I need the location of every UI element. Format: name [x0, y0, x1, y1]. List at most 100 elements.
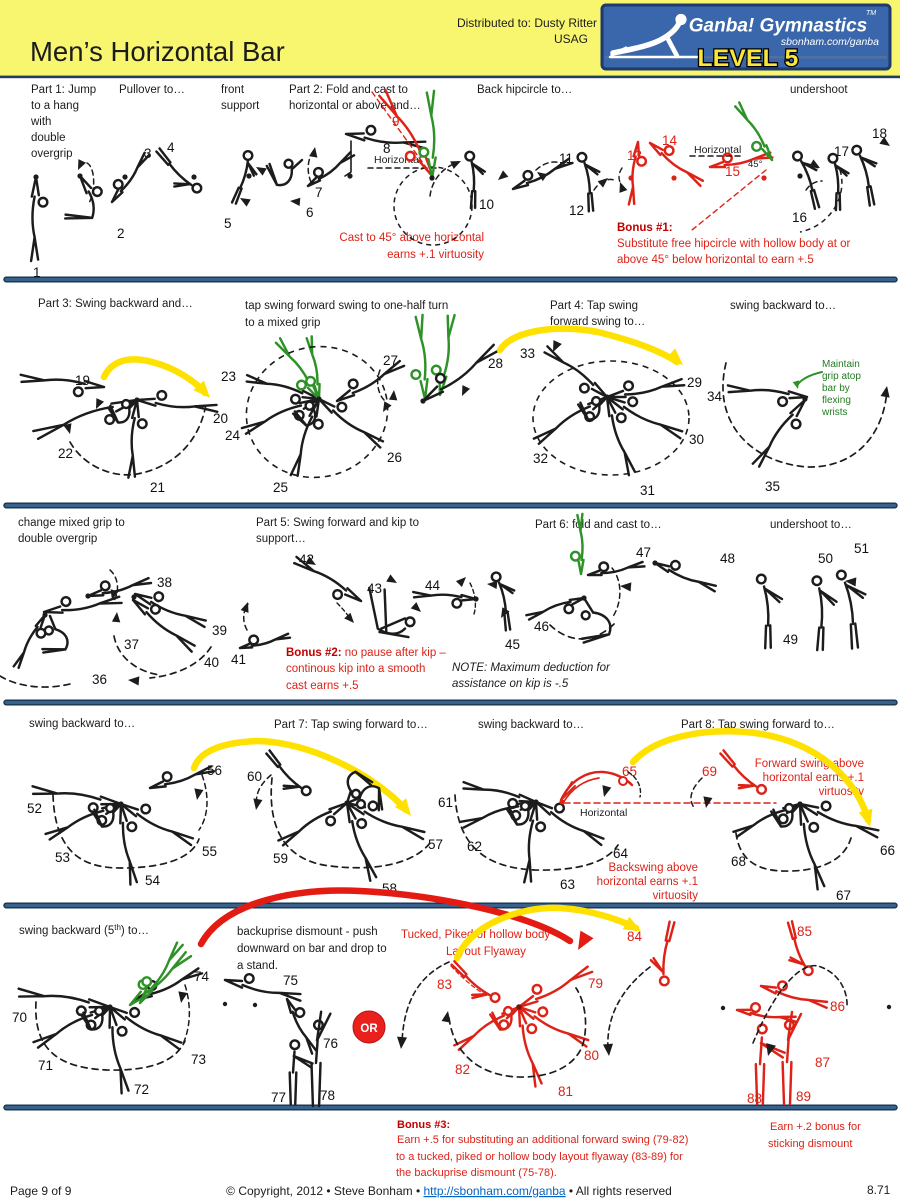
svg-text:80: 80 [584, 1048, 599, 1063]
svg-text:OR: OR [360, 1023, 378, 1035]
svg-text:67: 67 [836, 888, 851, 903]
svg-text:7: 7 [315, 185, 323, 200]
svg-text:above 45° below horizontal to: above 45° below horizontal to earn +.5 [617, 254, 814, 266]
svg-text:46: 46 [534, 619, 549, 634]
svg-text:5: 5 [224, 216, 232, 231]
svg-text:89: 89 [796, 1089, 811, 1104]
svg-text:84: 84 [627, 929, 643, 944]
svg-text:virtuosity: virtuosity [653, 890, 699, 902]
svg-text:1: 1 [33, 265, 41, 280]
svg-text:wrists: wrists [821, 407, 848, 418]
svg-text:LEVEL 5: LEVEL 5 [697, 45, 798, 72]
svg-text:2: 2 [117, 226, 125, 241]
svg-text:Part 4: Tap swing: Part 4: Tap swing [550, 300, 638, 312]
svg-text:Layout Flyaway: Layout Flyaway [446, 946, 526, 958]
svg-text:swing backward to…: swing backward to… [29, 718, 135, 730]
svg-text:support…: support… [256, 533, 306, 545]
svg-text:29: 29 [687, 375, 702, 390]
svg-text:72: 72 [134, 1082, 149, 1097]
svg-text:to a tucked, piked or hollow b: to a tucked, piked or hollow body layout… [396, 1151, 683, 1163]
svg-text:18: 18 [872, 126, 887, 141]
svg-text:36: 36 [92, 672, 107, 687]
svg-text:support: support [221, 100, 260, 112]
svg-text:49: 49 [783, 632, 798, 647]
svg-text:USAG: USAG [554, 32, 588, 46]
svg-text:86: 86 [830, 999, 845, 1014]
svg-text:Ganba! Gymnastics: Ganba! Gymnastics [689, 16, 867, 37]
svg-text:Maintain: Maintain [822, 359, 860, 370]
svg-text:10: 10 [479, 197, 494, 212]
svg-text:Bonus #3:: Bonus #3: [397, 1119, 450, 1131]
svg-text:44: 44 [425, 578, 441, 593]
svg-text:82: 82 [455, 1062, 470, 1077]
svg-text:70: 70 [12, 1010, 27, 1025]
svg-text:30: 30 [689, 432, 704, 447]
svg-text:Part 3: Swing backward and…: Part 3: Swing backward and… [38, 298, 193, 310]
svg-text:to a mixed grip: to a mixed grip [245, 317, 320, 329]
svg-text:double overgrip: double overgrip [18, 533, 97, 545]
svg-text:Bonus #1:: Bonus #1: [617, 222, 673, 234]
svg-text:undershoot: undershoot [790, 84, 848, 96]
svg-text:83: 83 [437, 977, 452, 992]
svg-text:57: 57 [428, 837, 443, 852]
svg-text:Men’s Horizontal Bar: Men’s Horizontal Bar [30, 36, 285, 67]
svg-text:78: 78 [320, 1088, 335, 1103]
svg-text:87: 87 [815, 1055, 830, 1070]
svg-text:6: 6 [306, 205, 314, 220]
svg-text:with: with [30, 116, 51, 128]
svg-text:40: 40 [204, 655, 219, 670]
svg-text:88: 88 [747, 1091, 762, 1106]
svg-text:15: 15 [725, 164, 740, 179]
svg-text:Backswing above: Backswing above [609, 862, 699, 874]
svg-text:bar by: bar by [822, 383, 850, 394]
svg-text:swing backward to…: swing backward to… [478, 719, 584, 731]
svg-text:sticking dismount: sticking dismount [768, 1138, 852, 1150]
svg-text:85: 85 [797, 924, 812, 939]
svg-text:55: 55 [202, 844, 217, 859]
svg-text:© Copyright, 2012 • Steve Bonh: © Copyright, 2012 • Steve Bonham • http:… [226, 1184, 672, 1198]
svg-text:to a hang: to a hang [31, 100, 79, 112]
svg-text:39: 39 [212, 623, 227, 638]
svg-text:Part 1: Jump: Part 1: Jump [31, 84, 96, 96]
svg-text:continous kip into a smooth: continous kip into a smooth [286, 663, 425, 675]
svg-text:59: 59 [273, 851, 288, 866]
svg-text:26: 26 [387, 450, 402, 465]
svg-text:swing backward to…: swing backward to… [730, 300, 836, 312]
svg-text:Earn +.5 for substituting an a: Earn +.5 for substituting an additional … [397, 1134, 688, 1146]
svg-text:tap swing forward swing to one: tap swing forward swing to one-half turn [245, 300, 448, 312]
svg-text:77: 77 [271, 1090, 286, 1105]
svg-text:Horizontal: Horizontal [694, 144, 741, 156]
svg-text:17: 17 [834, 144, 849, 159]
svg-text:sbonham.com/ganba: sbonham.com/ganba [781, 36, 879, 48]
svg-text:19: 19 [75, 373, 90, 388]
svg-text:81: 81 [558, 1084, 573, 1099]
svg-text:14: 14 [662, 133, 678, 148]
svg-text:34: 34 [707, 389, 723, 404]
svg-text:64: 64 [613, 846, 629, 861]
svg-text:45: 45 [505, 637, 520, 652]
svg-text:cast earns +.5: cast earns +.5 [286, 680, 359, 692]
svg-text:the backuprise dismount (75-78: the backuprise dismount (75-78). [396, 1167, 557, 1179]
svg-text:Earn +.2 bonus for: Earn +.2 bonus for [770, 1121, 861, 1133]
svg-text:62: 62 [467, 839, 482, 854]
svg-text:69: 69 [702, 764, 717, 779]
svg-text:NOTE: Maximum deduction for: NOTE: Maximum deduction for [452, 662, 611, 674]
svg-text:37: 37 [124, 637, 139, 652]
svg-text:Bonus #2: no pause after kip –: Bonus #2: no pause after kip – [286, 647, 446, 659]
svg-text:20: 20 [213, 411, 228, 426]
svg-text:TM: TM [866, 10, 876, 17]
svg-text:assistance on kip is -.5: assistance on kip is -.5 [452, 678, 569, 690]
svg-text:76: 76 [323, 1036, 338, 1051]
svg-text:8.71: 8.71 [867, 1183, 891, 1197]
svg-text:61: 61 [438, 795, 453, 810]
svg-text:backuprise dismount - push: backuprise dismount - push [237, 926, 378, 938]
svg-text:Distributed to: Dusty Ritter: Distributed to: Dusty Ritter [457, 16, 597, 30]
svg-text:overgrip: overgrip [31, 148, 73, 160]
svg-text:horizontal earns +.1: horizontal earns +.1 [597, 876, 698, 888]
svg-text:9: 9 [392, 114, 400, 129]
svg-text:forward swing to…: forward swing to… [550, 316, 645, 328]
svg-text:32: 32 [533, 451, 548, 466]
svg-text:31: 31 [640, 483, 655, 498]
svg-text:23: 23 [221, 369, 236, 384]
svg-text:Part 7: Tap swing forward to…: Part 7: Tap swing forward to… [274, 719, 428, 731]
